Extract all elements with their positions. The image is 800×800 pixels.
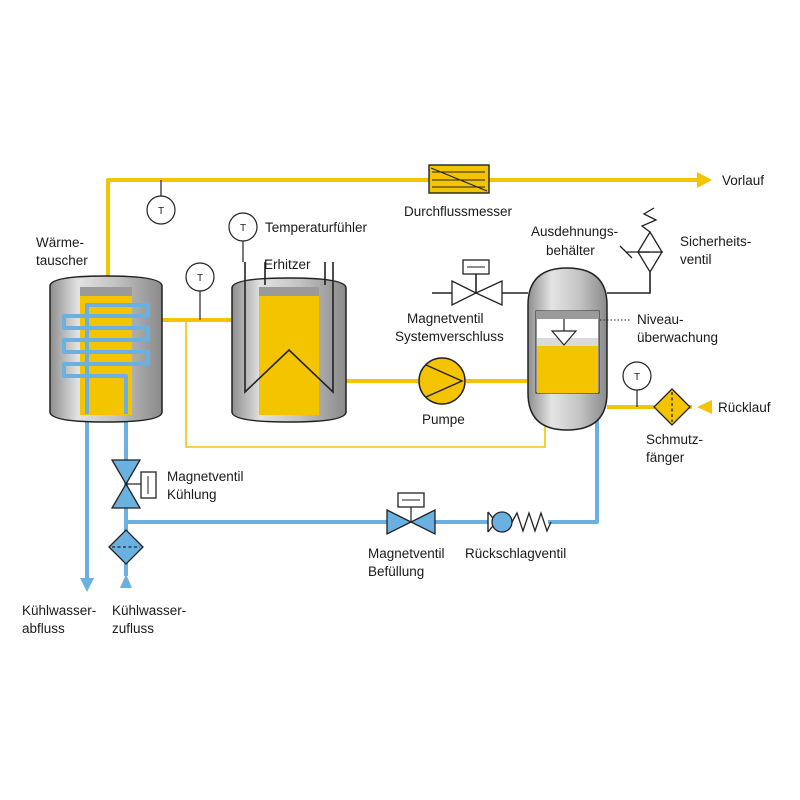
drain-arrow xyxy=(80,578,94,592)
sicherheitsventil xyxy=(619,207,664,274)
label-mv-kuehlung-1: Magnetventil xyxy=(167,469,244,484)
rueckschlagventil xyxy=(487,510,552,534)
magnetventil-systemverschluss xyxy=(451,259,503,307)
vorlauf-arrow xyxy=(697,172,712,188)
level-float xyxy=(550,330,578,346)
cooling-coil xyxy=(62,303,150,414)
label-kw-zufluss-2: zufluss xyxy=(112,621,154,636)
label-waermetauscher-1: Wärme- xyxy=(36,235,84,250)
label-kw-zufluss-1: Kühlwasser- xyxy=(112,603,186,618)
label-mv-system-2: Systemverschluss xyxy=(395,329,504,344)
heat-exchanger xyxy=(49,275,163,423)
bypass-line xyxy=(185,320,546,448)
label-sicherheits-1: Sicherheits- xyxy=(680,234,751,249)
supply-line xyxy=(106,178,700,286)
label-schmutz-1: Schmutz- xyxy=(646,432,703,447)
heating-element xyxy=(244,262,334,394)
temp-sensor-3: T xyxy=(185,262,215,320)
label-erhitzer: Erhitzer xyxy=(264,257,311,272)
temp-sensor-1: T xyxy=(146,180,176,225)
flow-meter xyxy=(428,164,490,194)
svg-text:T: T xyxy=(197,273,203,284)
label-mv-befuellung-1: Magnetventil xyxy=(368,546,445,561)
label-kw-abfluss-2: abfluss xyxy=(22,621,65,636)
label-pumpe: Pumpe xyxy=(422,412,465,427)
label-mv-kuehlung-2: Kühlung xyxy=(167,487,217,502)
label-rueckschlag: Rückschlagventil xyxy=(465,546,566,561)
svg-text:T: T xyxy=(240,223,246,234)
label-durchflussmesser: Durchflussmesser xyxy=(404,204,513,219)
ruecklauf-arrow xyxy=(697,400,712,414)
label-niveau-2: überwachung xyxy=(637,330,718,345)
label-kw-abfluss-1: Kühlwasser- xyxy=(22,603,96,618)
svg-text:T: T xyxy=(634,372,640,383)
svg-text:T: T xyxy=(158,206,164,217)
label-ausdehnungs-2: behälter xyxy=(546,243,595,258)
label-ausdehnungs-1: Ausdehnungs- xyxy=(531,224,618,239)
label-ruecklauf: Rücklauf xyxy=(718,400,771,415)
label-mv-system-1: Magnetventil xyxy=(407,311,484,326)
label-temperaturfuehler: Temperaturfühler xyxy=(265,220,368,235)
label-waermetauscher-2: tauscher xyxy=(36,253,88,268)
schmutzfaenger-kuehlwasser xyxy=(108,529,144,565)
label-vorlauf: Vorlauf xyxy=(722,173,764,188)
pumpe xyxy=(418,357,466,405)
hot-pipes xyxy=(106,178,700,409)
label-mv-befuellung-2: Befüllung xyxy=(368,564,424,579)
expansion-vessel xyxy=(527,267,630,431)
fill-line xyxy=(126,420,599,524)
label-sicherheits-2: ventil xyxy=(680,252,712,267)
label-schmutz-2: fänger xyxy=(646,450,685,465)
temp-sensor-2: T xyxy=(228,212,258,262)
magnetventil-befuellung xyxy=(386,492,436,536)
labels: Vorlauf Durchflussmesser Wärme- tauscher… xyxy=(22,173,771,636)
temp-sensor-4: T xyxy=(622,361,652,407)
inlet-arrow xyxy=(120,574,132,588)
magnetventil-kuehlung xyxy=(110,459,157,509)
schmutzfaenger xyxy=(653,388,691,426)
label-niveau-1: Niveau- xyxy=(637,312,684,327)
heater xyxy=(231,262,347,423)
